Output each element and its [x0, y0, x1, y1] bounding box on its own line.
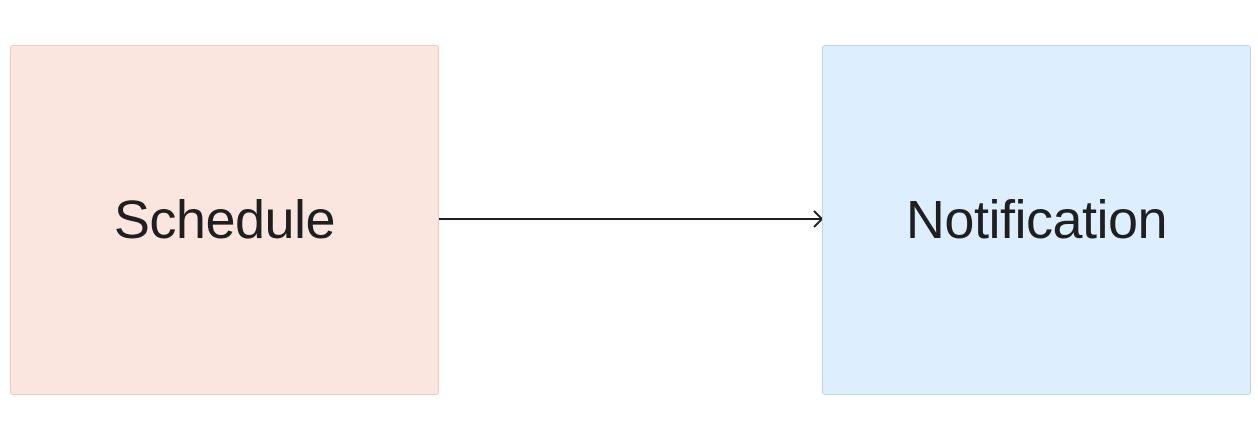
arrowhead-icon [813, 210, 824, 228]
schedule-node[interactable]: Schedule [10, 45, 439, 395]
notification-node[interactable]: Notification [822, 45, 1251, 395]
schedule-node-label: Schedule [113, 190, 336, 250]
notification-node-label: Notification [905, 190, 1168, 250]
